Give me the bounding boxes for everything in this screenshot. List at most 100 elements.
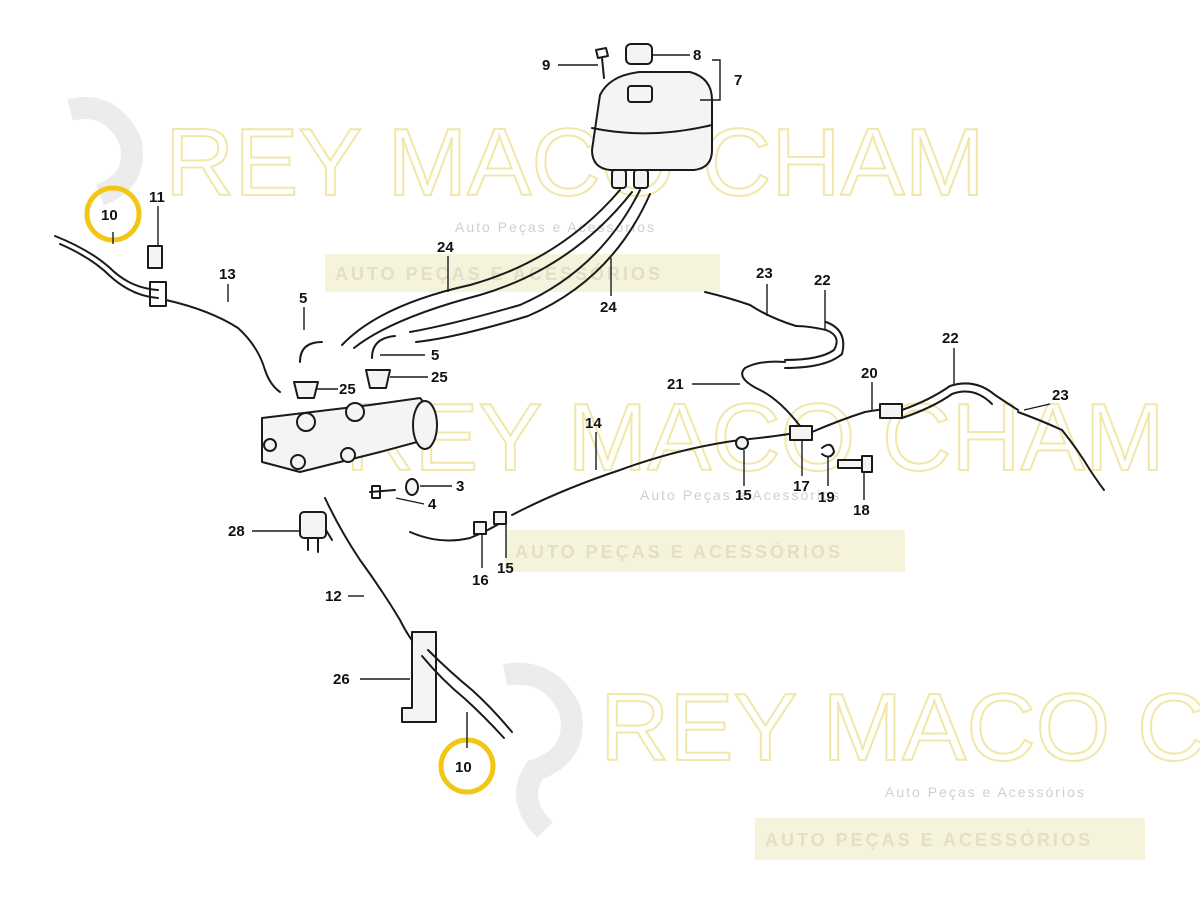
callout-17: 17 bbox=[793, 478, 810, 495]
lower-lines bbox=[324, 497, 513, 739]
reservoir-neck bbox=[627, 85, 653, 103]
watermark-band-top bbox=[325, 254, 720, 292]
watermark-tagline-top: Auto Peças e Acessórios bbox=[455, 219, 656, 235]
callout-25-right: 25 bbox=[431, 369, 448, 386]
reservoir-step bbox=[591, 124, 713, 135]
switch-28-terminals bbox=[307, 529, 333, 553]
master-cylinder-port-5 bbox=[263, 438, 277, 452]
watermark-brand-bottom: REY MACO CHAM bbox=[600, 674, 1200, 781]
elbow-5-right bbox=[371, 335, 396, 359]
brake-line-21 bbox=[741, 360, 801, 427]
flex-hose-22-right-inner bbox=[901, 390, 993, 419]
flex-hose-10-bottom-inner bbox=[421, 655, 505, 739]
callout-7: 7 bbox=[734, 72, 742, 89]
switch-28-body bbox=[299, 511, 327, 539]
leader-23-right bbox=[1023, 403, 1051, 411]
watermark-logo-bottom bbox=[503, 662, 583, 838]
leader-4 bbox=[395, 497, 425, 505]
callout-28: 28 bbox=[228, 523, 245, 540]
upper-left-lines bbox=[54, 235, 281, 393]
callout-21: 21 bbox=[667, 376, 684, 393]
watermark-brand-top: REY MACO CHAM bbox=[165, 109, 985, 216]
callout-10-top: 10 bbox=[101, 207, 118, 224]
wire-23-left bbox=[704, 291, 797, 327]
callout-23-left: 23 bbox=[756, 265, 773, 282]
bracket-upper bbox=[149, 281, 167, 307]
brake-line-16 bbox=[409, 519, 506, 542]
reservoir-outlet-right bbox=[633, 169, 649, 189]
reservoir-cap bbox=[625, 43, 653, 65]
bolt-4 bbox=[369, 485, 396, 499]
bracket-26 bbox=[401, 631, 437, 723]
brake-line-12 bbox=[324, 497, 421, 651]
flex-hose-10-top-inner bbox=[59, 243, 159, 299]
callout-4: 4 bbox=[428, 496, 437, 513]
fitting-15-right bbox=[735, 436, 749, 450]
callout-15-left: 15 bbox=[497, 560, 514, 577]
flex-hose-22-left-inner bbox=[784, 321, 845, 369]
master-cylinder-flange bbox=[412, 400, 438, 450]
callout-25-left: 25 bbox=[339, 381, 356, 398]
callout-5-bottom: 5 bbox=[431, 347, 439, 364]
callout-26: 26 bbox=[333, 671, 350, 688]
fitting-16 bbox=[473, 521, 487, 535]
callout-11: 11 bbox=[149, 189, 165, 206]
watermark-top: REY MACO CHAM Auto Peças e Acessórios AU… bbox=[67, 97, 986, 292]
watermark-band-middle bbox=[505, 530, 905, 572]
watermark-tagline-bottom: Auto Peças e Acessórios bbox=[885, 784, 1086, 800]
fluid-reservoir bbox=[591, 43, 713, 189]
callout-labels: 7 8 9 10 11 13 24 24 5 5 25 25 3 4 28 12… bbox=[101, 47, 1069, 776]
callout-12: 12 bbox=[325, 588, 342, 605]
callout-8: 8 bbox=[693, 47, 701, 64]
elbow-5-left bbox=[299, 341, 323, 363]
callout-20: 20 bbox=[861, 365, 878, 382]
reservoir-screw bbox=[595, 47, 609, 79]
callout-14: 14 bbox=[585, 415, 602, 432]
master-cylinder bbox=[261, 397, 438, 473]
tee-17 bbox=[789, 425, 813, 441]
grommet-25-right bbox=[365, 369, 391, 389]
callout-15-right: 15 bbox=[735, 487, 752, 504]
callout-10-bottom: 10 bbox=[455, 759, 472, 776]
washer-3 bbox=[405, 478, 419, 496]
callout-24-right: 24 bbox=[600, 299, 617, 316]
callout-22-left: 22 bbox=[814, 272, 831, 289]
reservoir-body bbox=[591, 71, 713, 171]
hose-24-right-inner bbox=[415, 193, 651, 343]
leader-7 bbox=[700, 59, 721, 101]
watermark-band-text-top: AUTO PEÇAS E ACESSÓRIOS bbox=[335, 263, 663, 284]
bolt-and-washer bbox=[369, 478, 419, 499]
master-cylinder-port-4 bbox=[340, 447, 356, 463]
callout-3: 3 bbox=[456, 478, 464, 495]
reservoir-outlet-left bbox=[611, 169, 627, 189]
brake-line-13 bbox=[165, 299, 281, 393]
callout-5-top: 5 bbox=[299, 290, 307, 307]
watermark-tagline-middle: Auto Peças e Acessórios bbox=[640, 487, 841, 503]
watermark-bottom: REY MACO CHAM Auto Peças e Acessórios AU… bbox=[503, 662, 1200, 860]
brake-line-14 bbox=[511, 431, 801, 516]
washer-19 bbox=[821, 443, 835, 458]
flex-hose-22-right bbox=[901, 382, 1019, 411]
elbow-and-grommets bbox=[293, 335, 396, 399]
flex-hose-10-top bbox=[54, 235, 159, 291]
fitting-15-left bbox=[493, 511, 507, 525]
callout-16: 16 bbox=[472, 572, 489, 589]
fitting-20 bbox=[879, 403, 903, 419]
callout-24-left: 24 bbox=[437, 239, 454, 256]
watermark-band-text-middle: AUTO PEÇAS E ACESSÓRIOS bbox=[515, 541, 843, 562]
callout-18: 18 bbox=[853, 502, 870, 519]
master-cylinder-port-2 bbox=[345, 402, 365, 422]
callout-9: 9 bbox=[542, 57, 550, 74]
watermark-middle: REY MACO CHAM Auto Peças e Acessórios AU… bbox=[344, 383, 1166, 572]
hose-24-left-inner bbox=[353, 191, 633, 349]
callout-19: 19 bbox=[818, 489, 835, 506]
leader-lines bbox=[112, 54, 1051, 748]
pressure-switch bbox=[299, 511, 333, 553]
watermark-band-bottom bbox=[755, 818, 1145, 860]
bolt-18 bbox=[837, 455, 873, 473]
master-cylinder-port-3 bbox=[290, 454, 306, 470]
callout-13: 13 bbox=[219, 266, 236, 283]
clip-11 bbox=[147, 245, 163, 269]
hose-24-left bbox=[341, 189, 621, 346]
